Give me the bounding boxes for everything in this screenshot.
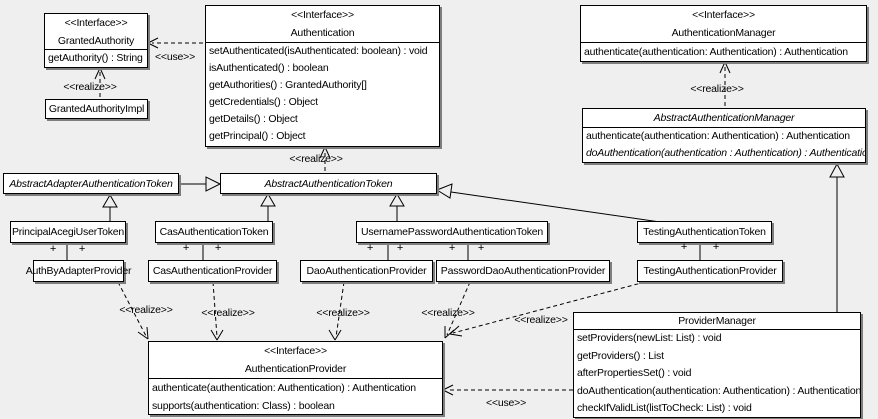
class-name: PasswordDaoAuthenticationProvider <box>440 265 606 277</box>
class-authentication-provider[interactable]: <<Interface>> AuthenticationProvider aut… <box>148 341 443 415</box>
class-name: CasAuthenticationProvider <box>152 265 273 277</box>
class-principal-acegi-user-token[interactable]: PrincipalAcegiUserToken <box>10 221 126 243</box>
plus-mark: + <box>182 242 190 254</box>
generalization-principalacegiusertoken <box>102 194 118 221</box>
class-abstract-adapter-authentication-token[interactable]: AbstractAdapterAuthenticationToken <box>3 173 179 194</box>
class-dao-authentication-provider[interactable]: DaoAuthenticationProvider <box>300 260 433 282</box>
class-provider-manager[interactable]: ProviderManager setProviders(newList: Li… <box>573 312 861 418</box>
class-name: GrantedAuthority <box>57 35 135 47</box>
realize-arrow-casauthenticationprovider <box>210 281 224 341</box>
class-name: AuthenticationManager <box>671 27 776 39</box>
realize-arrow-abstractauthenticationmanager <box>719 61 731 106</box>
class-testing-authentication-provider[interactable]: TestingAuthenticationProvider <box>637 260 783 282</box>
class-name: GrantedAuthorityImpl <box>48 103 145 115</box>
class-name: AbstractAdapterAuthenticationToken <box>9 177 173 190</box>
class-username-password-authentication-token[interactable]: UsernamePasswordAuthenticationToken <box>356 221 548 243</box>
method-label: getPrincipal() : Object <box>209 130 306 142</box>
method-label: authenticate(authentication: Authenticat… <box>152 382 416 394</box>
stereotype-label: <<Interface>> <box>291 9 354 21</box>
class-name: AuthenticationProvider <box>244 363 347 375</box>
class-authentication[interactable]: <<Interface>> Authentication setAuthenti… <box>205 5 440 147</box>
plus-mark: + <box>396 242 404 254</box>
method-label: setAuthenticated(isAuthenticated: boolea… <box>209 45 428 57</box>
class-granted-authority-impl[interactable]: GrantedAuthorityImpl <box>45 99 148 119</box>
use-arrow-authentication-grantedauthority <box>147 37 203 49</box>
class-name: CasAuthenticationToken <box>159 226 269 238</box>
plus-mark: + <box>366 242 374 254</box>
class-name: DaoAuthenticationProvider <box>306 265 427 277</box>
method-label: getDetails() : Object <box>209 113 298 125</box>
class-name: ProviderManager <box>678 315 756 327</box>
class-name: TestingAuthenticationProvider <box>643 265 777 277</box>
stereotype-label: <<Interface>> <box>264 345 327 357</box>
generalization-usernamepasswordtoken <box>389 193 405 221</box>
method-label: setProviders(newList: List) : void <box>577 332 722 344</box>
class-name: AbstractAuthenticationToken <box>264 177 393 190</box>
plus-mark: + <box>49 243 57 255</box>
class-name: PrincipalAcegiUserToken <box>11 226 125 238</box>
plus-mark: + <box>448 242 456 254</box>
plus-mark: + <box>214 242 222 254</box>
class-name: Authentication <box>290 27 355 39</box>
plus-mark: + <box>680 241 688 253</box>
generalization-casauthenticationtoken <box>260 193 276 221</box>
generalization-providermanager <box>829 162 845 312</box>
method-label: isAuthenticated() : boolean <box>209 62 329 74</box>
generalization-abstractadaptertoken <box>179 176 222 192</box>
class-name: UsernamePasswordAuthenticationToken <box>360 226 544 238</box>
plus-mark: + <box>477 242 485 254</box>
plus-mark: + <box>712 241 720 253</box>
realize-arrow-testingauthenticationprovider <box>449 281 646 337</box>
class-name: AbstractAuthenticationManager <box>653 112 795 124</box>
stereotype-label: <<Interface>> <box>64 17 128 29</box>
realize-arrow-daoauthenticationprovider <box>328 281 345 341</box>
realize-arrow-grantedauthorityimpl <box>94 67 106 97</box>
class-name: TestingAuthenticationToken <box>643 226 766 238</box>
class-granted-authority[interactable]: <<Interface>> GrantedAuthority getAuthor… <box>44 13 148 68</box>
class-name: AuthByAdapterProvider <box>25 265 132 277</box>
class-auth-by-adapter-provider[interactable]: AuthByAdapterProvider <box>26 260 131 282</box>
class-testing-authentication-token[interactable]: TestingAuthenticationToken <box>637 221 772 243</box>
realize-arrow-abstractauthenticationtoken <box>319 146 331 171</box>
method-label: afterPropertiesSet() : void <box>577 367 692 379</box>
class-abstract-authentication-manager[interactable]: AbstractAuthenticationManager authentica… <box>582 108 866 163</box>
class-cas-authentication-provider[interactable]: CasAuthenticationProvider <box>148 260 277 282</box>
stereotype-label: <<Interface>> <box>692 9 755 21</box>
class-authentication-manager[interactable]: <<Interface>> AuthenticationManager auth… <box>580 5 867 62</box>
plus-mark: + <box>78 243 86 255</box>
method-label: checkIfValidList(listToCheck: List) : vo… <box>577 402 752 414</box>
generalization-testingauthenticationtoken <box>435 183 661 223</box>
method-label: getProviders() : List <box>577 349 664 362</box>
method-label: getAuthority() : String <box>48 52 143 64</box>
method-label: doAuthentication(authentication : Authen… <box>586 147 865 159</box>
method-label: getAuthorities() : GrantedAuthority[] <box>209 79 367 91</box>
method-label: getCredentials() : Object <box>209 96 318 108</box>
class-password-dao-authentication-provider[interactable]: PasswordDaoAuthenticationProvider <box>436 260 610 282</box>
method-label: authenticate(authentication: Authenticat… <box>584 46 848 58</box>
class-abstract-authentication-token[interactable]: AbstractAuthenticationToken <box>220 173 437 194</box>
method-label: supports(authentication: Class) : boolea… <box>152 400 335 412</box>
class-cas-authentication-token[interactable]: CasAuthenticationToken <box>155 221 273 243</box>
method-label: doAuthentication(authentication: Authent… <box>577 384 860 397</box>
method-label: authenticate(authentication: Authenticat… <box>586 130 850 142</box>
use-arrow-providermanager <box>442 384 573 396</box>
realize-arrow-authbyadapterprovider <box>117 281 149 340</box>
